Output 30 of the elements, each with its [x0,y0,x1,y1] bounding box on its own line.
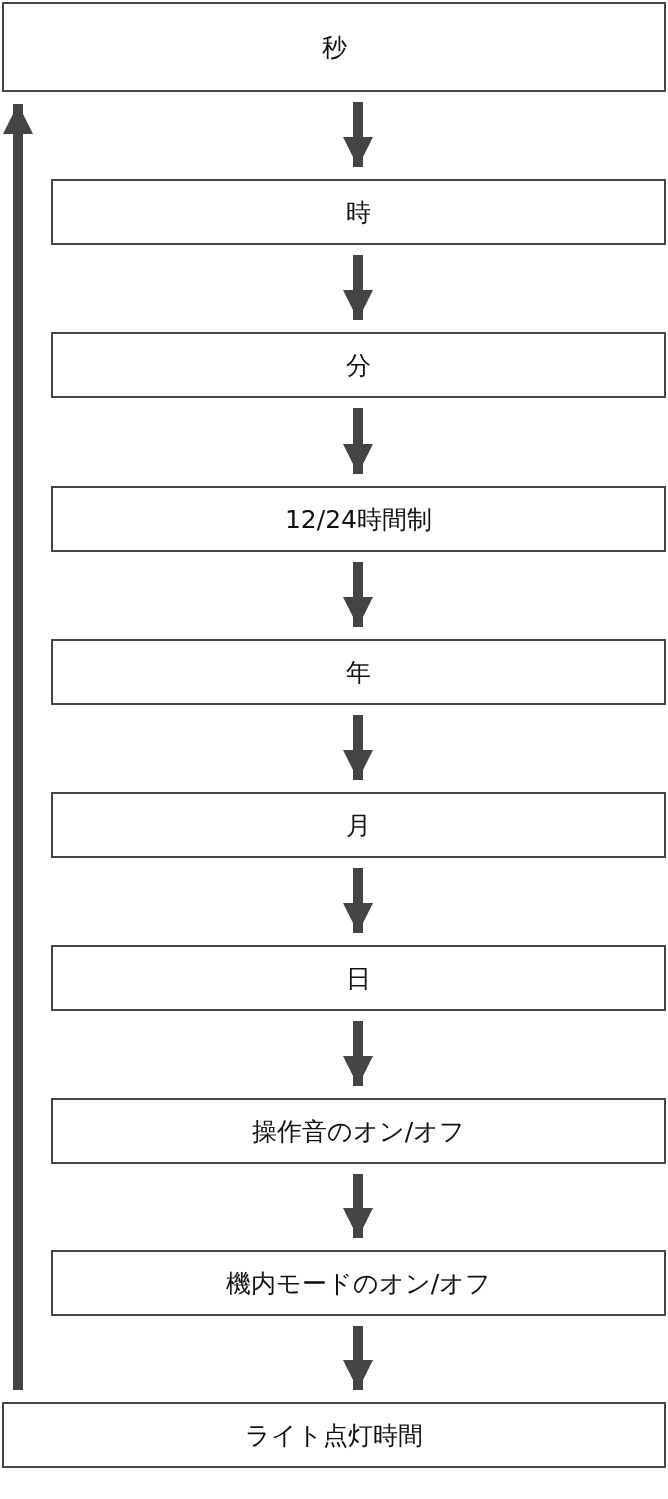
arrow [343,255,373,320]
setting-box [51,332,666,398]
arrow [343,868,373,933]
arrow [343,562,373,627]
setting-box [51,792,666,858]
setting-box [51,639,666,705]
setting-box [51,486,666,552]
setting-label: 時 [346,196,371,229]
setting-label: 操作音のオン/オフ [251,1115,466,1148]
setting-label: 分 [346,349,371,382]
arrow [343,715,373,780]
arrow [343,408,373,474]
setting-label: 年 [346,656,371,689]
setting-label: 月 [346,809,371,842]
setting-label: 日 [346,962,371,995]
arrow [343,102,373,167]
setting-box [2,1402,666,1468]
arrow [343,1174,373,1238]
setting-label: 秒 [321,31,347,64]
arrow [3,104,33,1390]
setting-label: ライト点灯時間 [245,1419,423,1452]
setting-box [51,945,666,1011]
setting-label: 12/24時間制 [284,503,432,536]
arrow [343,1021,373,1086]
setting-box [51,1250,666,1316]
setting-box [51,179,666,245]
setting-box [51,1098,666,1164]
setting-label: 機内モードのオン/オフ [225,1267,492,1300]
arrow [343,1326,373,1390]
setting-box [2,2,666,92]
